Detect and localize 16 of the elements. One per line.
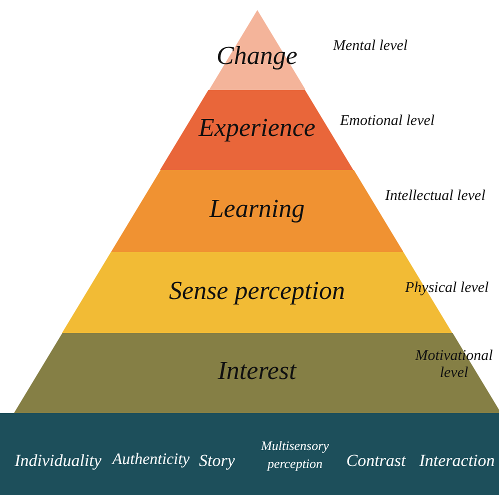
level-title: Experience	[198, 113, 316, 144]
principle-label: Multisensory perception	[260, 437, 330, 473]
principle-label: Contrast	[346, 451, 406, 471]
level-title: Sense perception	[169, 276, 345, 306]
level-label: Emotional level	[340, 113, 435, 130]
level-title: Change	[216, 41, 298, 72]
principle-label: Story	[199, 451, 235, 471]
pyramid-band	[14, 333, 499, 413]
principle-label: Individuality	[14, 451, 102, 471]
level-label: Mental level	[333, 38, 408, 55]
level-title: Interest	[218, 356, 296, 386]
principle-label: Authenticity	[112, 451, 190, 469]
base-band	[0, 413, 499, 495]
principle-label: Interaction	[419, 451, 495, 471]
level-title: Learning	[209, 194, 305, 224]
level-label: Intellectual level	[385, 188, 486, 205]
